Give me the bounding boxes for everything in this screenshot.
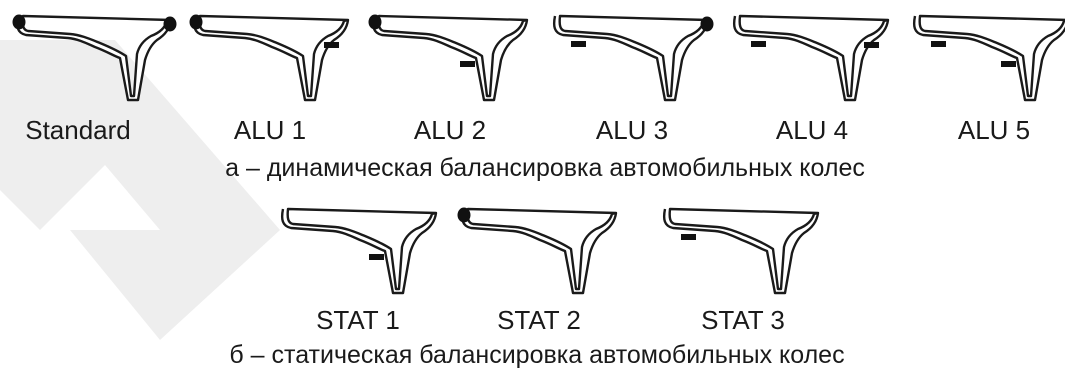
wheel-diagram-standard (12, 14, 177, 102)
rim-profile-icon (662, 207, 820, 295)
label-alu1: ALU 1 (233, 115, 307, 145)
label-stat3: STAT 3 (701, 305, 785, 335)
caption-dynamic-balancing: а – динамическая балансировка автомобиль… (225, 154, 865, 182)
clip-weight-right-icon (163, 16, 177, 32)
rim-profile-icon (192, 14, 350, 102)
adhesive-weight-inner-icon (1001, 61, 1016, 67)
rim-profile-icon (732, 14, 890, 102)
adhesive-weight-left-icon (681, 234, 696, 240)
clip-weight-left-icon (12, 14, 26, 30)
wheel-diagram-alu4 (732, 14, 890, 102)
wheel-diagram-stat3 (662, 207, 820, 295)
rim-profile-icon (460, 207, 618, 295)
adhesive-weight-right-icon (324, 42, 339, 48)
label-alu2: ALU 2 (413, 115, 487, 145)
label-alu4: ALU 4 (775, 115, 849, 145)
adhesive-weight-inner-icon (460, 61, 475, 67)
adhesive-weight-left-icon (751, 41, 766, 47)
rim-profile-icon (371, 14, 529, 102)
wheel-diagram-alu2 (368, 14, 529, 102)
wheel-diagram-stat2 (457, 207, 618, 295)
clip-weight-left-icon (368, 14, 382, 30)
clip-weight-left-icon (457, 207, 471, 223)
clip-weight-left-icon (189, 14, 203, 30)
wheel-diagram-alu5 (912, 14, 1065, 102)
wheel-diagram-alu1 (189, 14, 350, 102)
adhesive-weight-right-icon (864, 42, 879, 48)
rim-profile-icon (280, 207, 438, 295)
caption-static-balancing: б – статическая балансировка автомобильн… (229, 341, 845, 369)
label-alu5: ALU 5 (957, 115, 1031, 145)
adhesive-weight-left-icon (571, 41, 586, 47)
rim-profile-icon (15, 14, 173, 102)
rim-profile-icon (552, 14, 710, 102)
adhesive-weight-inner-icon (369, 254, 384, 260)
label-standard: Standard (25, 115, 131, 145)
wheel-diagram-stat1 (280, 207, 438, 295)
label-alu3: ALU 3 (595, 115, 669, 145)
rim-profile-icon (912, 14, 1065, 102)
wheel-diagram-alu3 (552, 14, 714, 102)
adhesive-weight-left-icon (931, 41, 946, 47)
label-stat1: STAT 1 (316, 305, 400, 335)
label-stat2: STAT 2 (497, 305, 581, 335)
clip-weight-right-icon (700, 16, 714, 32)
